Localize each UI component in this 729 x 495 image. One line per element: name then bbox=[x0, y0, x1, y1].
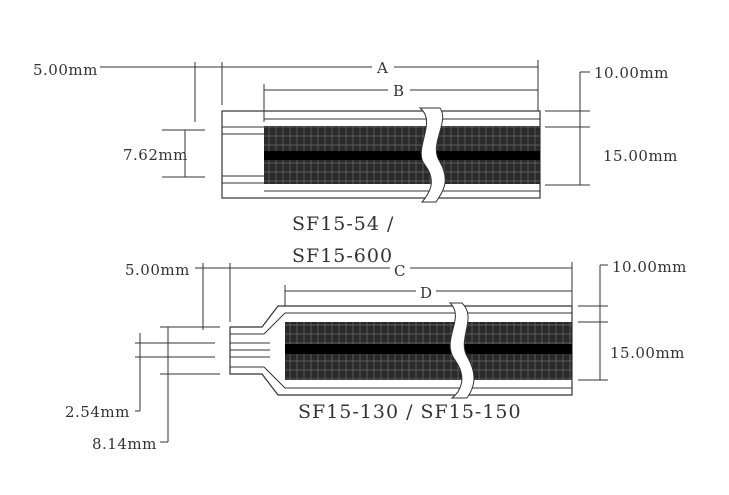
top-heater bbox=[221, 107, 541, 203]
dim-c-label: C bbox=[394, 262, 406, 280]
lead-pitch-label: 2.54mm bbox=[65, 403, 130, 421]
top-dimensions bbox=[100, 58, 590, 186]
bottom-lead-length-label: 5.00mm bbox=[125, 261, 190, 279]
bottom-dimensions bbox=[135, 259, 608, 443]
bottom-total-width-label: 15.00mm bbox=[610, 344, 685, 362]
bottom-model-label: SF15-130 / SF15-150 bbox=[298, 401, 522, 423]
top-total-width-label: 15.00mm bbox=[603, 147, 678, 165]
break-mark bbox=[418, 107, 446, 203]
top-lead-length-label: 5.00mm bbox=[33, 61, 98, 79]
bottom-heater bbox=[135, 302, 573, 399]
break-mark bbox=[448, 302, 475, 399]
top-edge-width-label: 10.00mm bbox=[594, 64, 669, 82]
lead-span-label: 8.14mm bbox=[92, 435, 157, 453]
lead-spacing-label: 7.62mm bbox=[123, 146, 188, 164]
top-model-label-2: SF15-600 bbox=[292, 245, 393, 267]
dim-a-label: A bbox=[376, 59, 388, 77]
bottom-edge-width-label: 10.00mm bbox=[612, 258, 687, 276]
top-model-label-1: SF15-54 / bbox=[292, 213, 394, 235]
dim-d-label: D bbox=[420, 284, 433, 302]
dim-b-label: B bbox=[393, 82, 405, 100]
